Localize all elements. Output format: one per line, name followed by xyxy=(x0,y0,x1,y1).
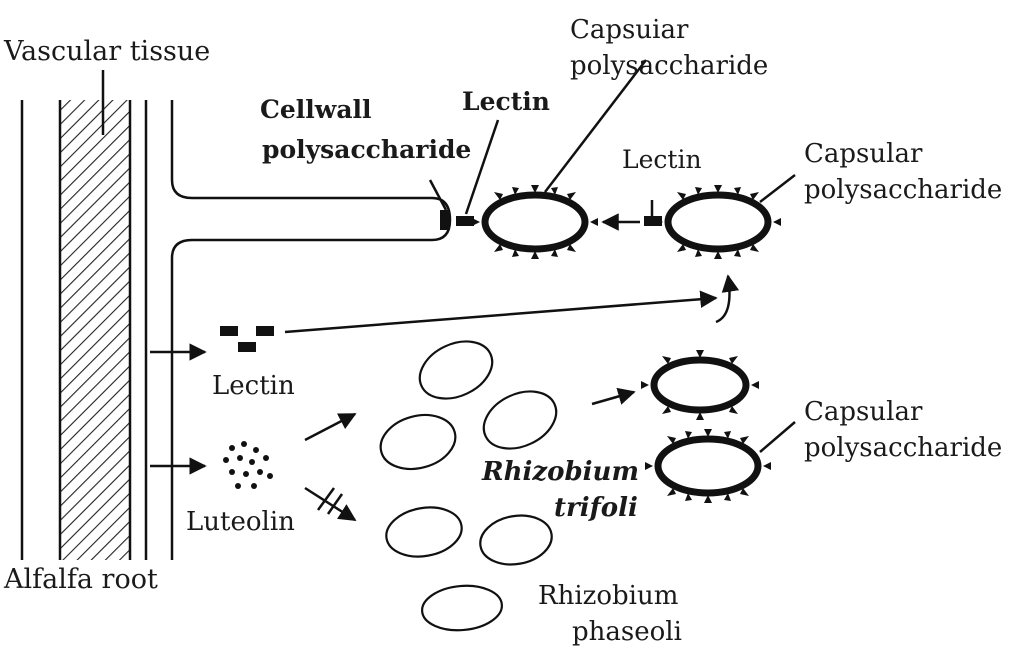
capsular-right-pointer xyxy=(760,175,795,202)
lectin-mark-top xyxy=(456,216,474,226)
rhizobium-cell-attached xyxy=(472,185,598,259)
rhizobium-phaseoli-cells xyxy=(382,502,555,634)
label-rhizobium-phaseoli-1: Rhizobium xyxy=(538,581,678,611)
label-capsular-right-2: polysaccharide xyxy=(804,175,1002,205)
label-capsular-right-1: Capsular xyxy=(804,139,923,169)
label-lectin-right: Lectin xyxy=(622,145,702,174)
arrow-luteolin-to-trifoli xyxy=(305,414,355,440)
label-capsular-lower-2: polysaccharide xyxy=(804,433,1002,463)
label-cellwall-polysaccharide: polysaccharide xyxy=(262,135,471,164)
rhizobium-trifoli-cells xyxy=(375,330,566,477)
label-lectin-top: Lectin xyxy=(462,87,550,116)
vascular-tissue-band xyxy=(60,100,130,560)
label-cellwall: Cellwall xyxy=(260,95,372,124)
label-capsular-top-2: polysaccharide xyxy=(570,51,768,81)
label-capsular-lower-1: Capsular xyxy=(804,397,923,427)
rhizobium-cell-free xyxy=(655,185,781,259)
arrow-lectin-to-bacterium xyxy=(285,298,716,332)
rhizobium-capsulated-2 xyxy=(645,429,771,503)
label-luteolin: Luteolin xyxy=(186,507,295,537)
label-vascular-tissue: Vascular tissue xyxy=(3,36,210,67)
arrow-up-to-free-cell xyxy=(716,276,730,322)
lectin-molecules xyxy=(220,326,274,352)
label-rhizobium-trifoli-1: Rhizobium xyxy=(481,457,639,487)
label-rhizobium-phaseoli-2: phaseoli xyxy=(572,617,682,647)
capsular-lower-pointer xyxy=(760,422,795,452)
rhizobium-capsulated-1 xyxy=(641,350,759,420)
arrow-to-capsulated xyxy=(592,392,634,404)
luteolin-molecules xyxy=(223,441,273,489)
label-capsular-top-1: Capsuiar xyxy=(570,15,689,45)
cellwall-pointer xyxy=(430,180,446,210)
label-rhizobium-trifoli-2: trifoli xyxy=(554,493,638,523)
cellwall-polysaccharide-mark xyxy=(440,210,450,230)
label-lectin-mid: Lectin xyxy=(212,371,295,401)
label-alfalfa-root: Alfalfa root xyxy=(3,564,158,595)
